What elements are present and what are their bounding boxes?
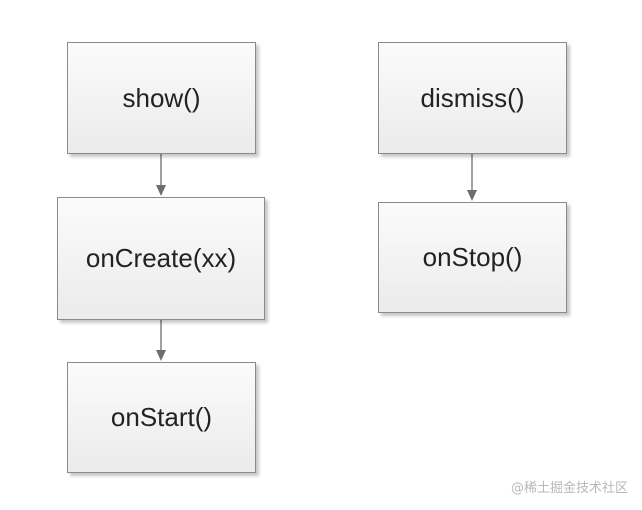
node-onstop-label: onStop() xyxy=(422,242,523,272)
arrow-show-to-oncreate xyxy=(156,154,166,196)
node-dismiss: dismiss() xyxy=(378,42,567,154)
node-onstart: onStart() xyxy=(67,362,256,473)
node-onstop: onStop() xyxy=(378,202,567,313)
node-oncreate: onCreate(xx) xyxy=(57,197,265,320)
arrow-dismiss-to-onstop xyxy=(467,154,477,201)
node-oncreate-label: onCreate(xx) xyxy=(85,243,237,273)
node-show-label: show() xyxy=(122,82,201,113)
watermark: @稀土掘金技术社区 xyxy=(510,481,628,496)
node-dismiss-label: dismiss() xyxy=(420,82,525,113)
node-show: show() xyxy=(67,42,256,154)
node-onstart-label: onStart() xyxy=(110,402,213,432)
arrow-oncreate-to-onstart xyxy=(156,320,166,361)
